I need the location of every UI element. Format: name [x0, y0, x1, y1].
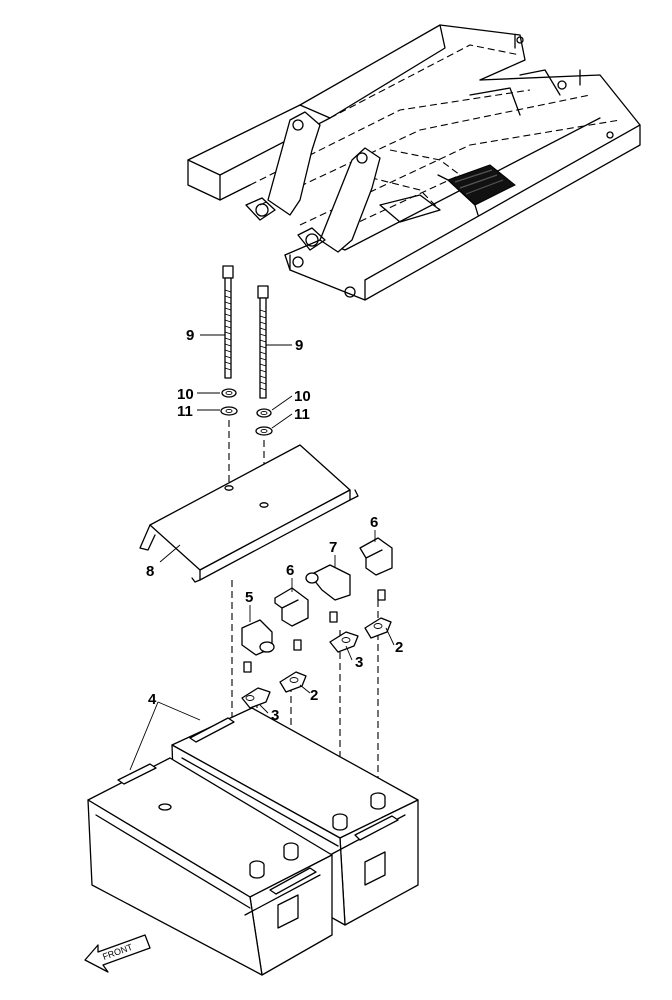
- callout-label: 7: [329, 539, 337, 556]
- nut-left: [221, 388, 237, 398]
- callout-label: 10: [294, 388, 311, 405]
- callout-label: 5: [245, 589, 253, 606]
- terminal-clamp-right-2: [364, 589, 392, 639]
- front-direction-arrow: FRONT: [84, 934, 151, 973]
- callout-label: 6: [286, 562, 294, 579]
- callout-label: 3: [355, 654, 363, 671]
- callout-label: 2: [310, 687, 318, 704]
- terminal-clamp-right-3: [329, 611, 359, 653]
- upper-frame: [187, 24, 641, 301]
- callout-label: 6: [370, 514, 378, 531]
- terminal-cover-7: [305, 564, 351, 601]
- leader-lines: [129, 334, 395, 771]
- terminal-clamp-left-2: [279, 639, 307, 693]
- battery-front: [87, 757, 333, 976]
- callout-label: 3: [271, 707, 279, 724]
- callout-label: 2: [395, 639, 403, 656]
- terminal-cover-6b: [359, 537, 393, 576]
- callout-label: 10: [177, 386, 194, 403]
- rod-bolt-right: [257, 285, 269, 399]
- washer-right: [255, 426, 273, 436]
- callout-label: 11: [294, 406, 310, 423]
- rod-bolt-left: [222, 265, 234, 379]
- callout-label: 9: [186, 327, 194, 344]
- callout-label: 9: [295, 337, 303, 354]
- callout-label: 11: [177, 403, 193, 420]
- callout-label: 4: [148, 691, 157, 708]
- terminal-cover-6a: [274, 587, 309, 627]
- terminal-cover-5: [241, 619, 275, 656]
- hold-down-bracket: [139, 444, 359, 583]
- callout-labels: 9 9 10 10 11 11 8 6 7 6 5 2 3 2 3 4: [146, 327, 403, 724]
- terminal-clamp-left-3: [241, 661, 271, 709]
- washer-left: [220, 406, 238, 416]
- nut-right: [256, 408, 272, 418]
- callout-label: 8: [146, 563, 154, 580]
- valve-block: [437, 164, 516, 216]
